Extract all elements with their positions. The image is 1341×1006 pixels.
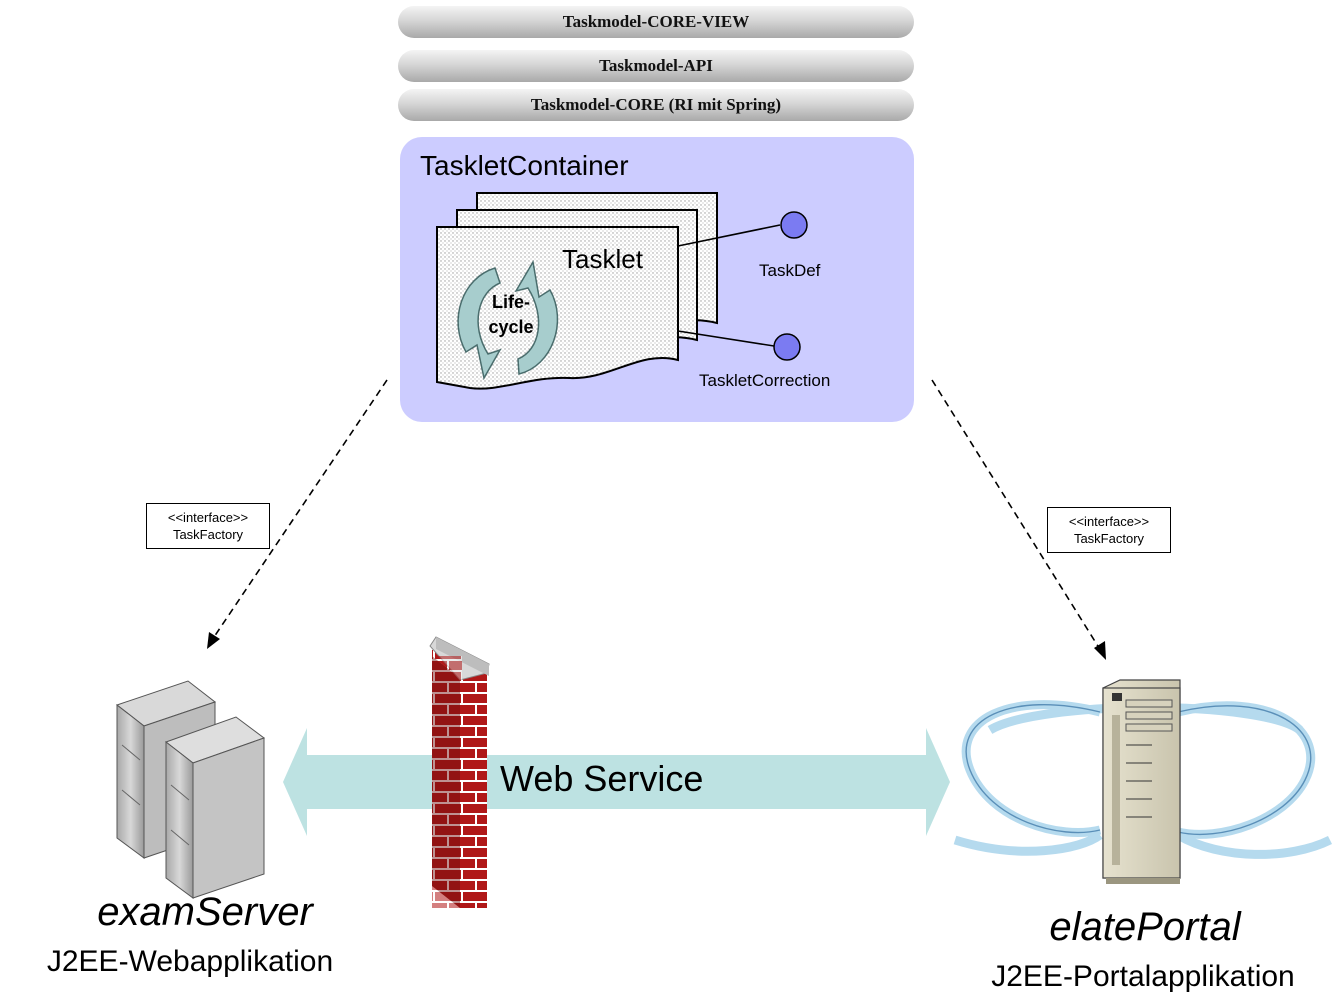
elate-portal-type: J2EE-Portalapplikation [991,960,1295,993]
exam-server-name: examServer [97,890,313,934]
left-interface-stereotype: <<interface>> [167,510,249,525]
web-service-label: Web Service [500,758,704,799]
lifecycle-line-1: Life- [492,292,530,312]
right-interface-name: TaskFactory [1073,531,1145,546]
taskdef-label: TaskDef [759,261,821,280]
exam-server-type: J2EE-Webapplikation [46,945,334,978]
firewall [429,636,490,908]
right-dependency-line [931,379,1102,652]
lifecycle-arrows [457,259,559,381]
taskletcorrection-connector [677,330,775,347]
left-interface-name: TaskFactory [172,527,244,542]
layer-api: Taskmodel-API [398,50,914,82]
right-dependency-arrowhead [1094,641,1106,660]
right-interface-stereotype: <<interface>> [1068,514,1150,529]
left-dependency-arrowhead [207,632,220,649]
right-taskfactory-interface: <<interface>> TaskFactory [1047,507,1171,553]
layer-core-ri: Taskmodel-CORE (RI mit Spring) [398,89,914,121]
elate-portal-name: elatePortal [1049,905,1241,949]
taskdef-connector [677,224,781,247]
layer-core-view: Taskmodel-CORE-VIEW [398,6,914,38]
taskletcorrection-label: TaskletCorrection [699,371,831,390]
taskletcorrection-circle [773,333,801,361]
left-taskfactory-interface: <<interface>> TaskFactory [146,503,270,549]
lifecycle-label: Life- cycle [480,290,542,340]
lifecycle-line-2: cycle [488,317,534,337]
exam-server-icon [115,680,266,899]
elate-portal-server-icon [953,679,1333,884]
taskdef-circle [780,211,808,239]
tasklet-container-title: TaskletContainer [420,150,629,181]
tasklet-label: Tasklet [562,244,643,274]
left-dependency-line [211,379,388,641]
